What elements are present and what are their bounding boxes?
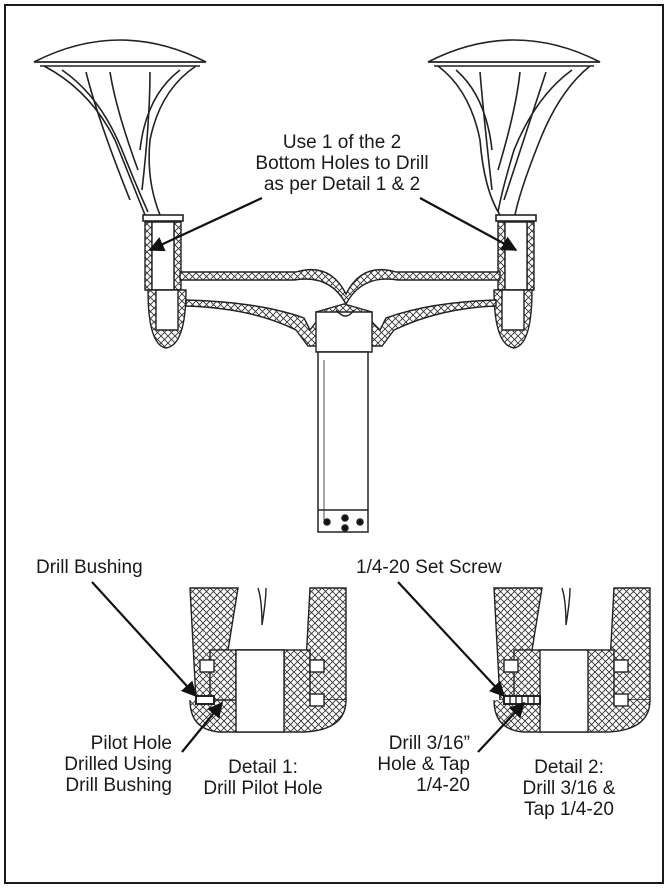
diagram-frame bbox=[4, 4, 664, 884]
pole bbox=[317, 351, 369, 533]
callout-bottom-holes: Use 1 of the 2 Bottom Holes to Drill as … bbox=[255, 132, 429, 195]
arrow-right-hole bbox=[419, 197, 518, 251]
arrow-drill-tap bbox=[477, 701, 526, 753]
arrow-drill-bushing bbox=[91, 581, 198, 698]
arrow-set-screw bbox=[397, 581, 506, 698]
right-luminaire bbox=[427, 39, 601, 222]
callout-drill-bushing: Drill Bushing bbox=[36, 557, 143, 578]
detail-1 bbox=[189, 587, 347, 733]
left-luminaire bbox=[33, 39, 207, 222]
callout-set-screw: 1/4-20 Set Screw bbox=[356, 557, 502, 578]
detail-2 bbox=[493, 587, 651, 733]
left-neck bbox=[144, 221, 187, 349]
arrow-pilot-hole bbox=[181, 701, 223, 753]
detail-1-caption: Detail 1: Drill Pilot Hole bbox=[203, 757, 323, 799]
detail-2-caption: Detail 2: Drill 3/16 & Tap 1/4-20 bbox=[522, 757, 616, 820]
cross-arm bbox=[179, 268, 501, 353]
arrow-left-hole bbox=[148, 197, 263, 252]
right-neck bbox=[493, 221, 535, 349]
callout-drill-tap: Drill 3/16” Hole & Tap 1/4-20 bbox=[377, 733, 470, 796]
callout-pilot-hole: Pilot Hole Drilled Using Drill Bushing bbox=[64, 733, 172, 796]
